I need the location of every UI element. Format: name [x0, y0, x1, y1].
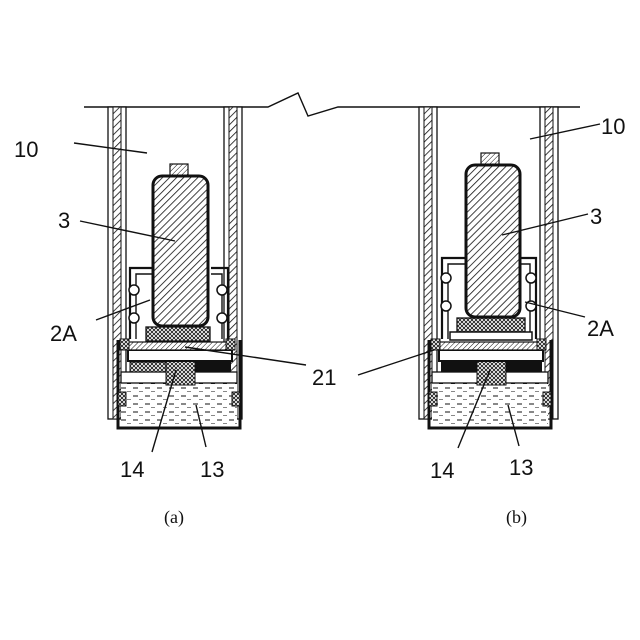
liquid-13 [432, 383, 548, 425]
element-3 [466, 165, 520, 317]
figure-a [108, 107, 242, 428]
center-block-14 [477, 360, 506, 385]
label-14-b: 14 [430, 458, 454, 483]
liquid-13 [121, 383, 237, 425]
top-boundary-line [84, 93, 580, 116]
caption-a: (a) [164, 507, 184, 528]
label-2a-b: 2A [587, 316, 614, 341]
label-10-a: 10 [14, 137, 38, 162]
label-2a-a: 2A [50, 321, 77, 346]
element-3 [153, 176, 208, 326]
label-13-b: 13 [509, 455, 533, 480]
figure-b [419, 107, 558, 428]
label-10-b: 10 [601, 114, 625, 139]
label-3-a: 3 [58, 208, 70, 233]
caption-b: (b) [506, 507, 527, 528]
label-14-a: 14 [120, 457, 144, 482]
label-13-a: 13 [200, 457, 224, 482]
label-3-b: 3 [590, 204, 602, 229]
label-21: 21 [312, 365, 336, 390]
center-block-14 [166, 360, 195, 385]
